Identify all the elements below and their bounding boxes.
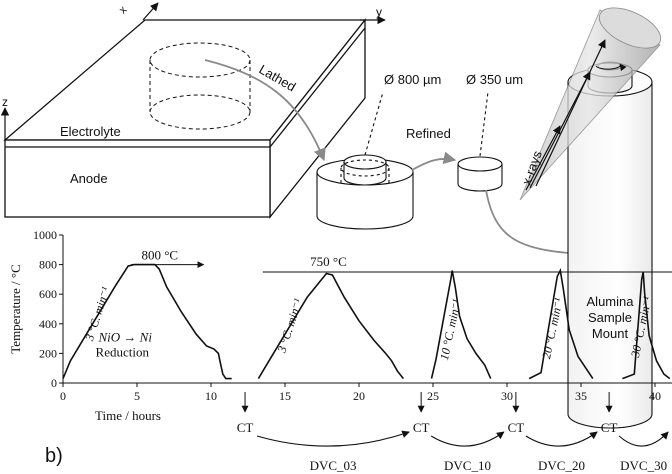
chart-axes: 0 200 400 600 800 1000 0 5 10 15 20 25 30 35 40 [33, 228, 672, 403]
reduction-word-label: Reduction [96, 344, 150, 359]
y-tick-label: 600 [39, 287, 57, 301]
electrolyte-boundary-side [269, 27, 366, 148]
reduction-formula-label: NiO → Ni [98, 330, 153, 345]
cycle-temp-label: 750 °C [310, 254, 347, 269]
mount-label-line-2: Sample [588, 310, 632, 325]
y-tick-label: 800 [39, 258, 57, 272]
dvc-arrow [256, 430, 410, 447]
x-axis-letter: x [117, 4, 130, 17]
temperature-series-2 [257, 272, 405, 380]
ramp-label-20: 20 °C. min⁻¹ [539, 296, 566, 360]
x-tick-label: 5 [134, 389, 140, 403]
temperature-series-3 [430, 270, 492, 379]
x-tick-label: 20 [353, 389, 365, 403]
mount-label-line-1: Alumina [587, 294, 635, 309]
temperature-series-4 [528, 267, 594, 380]
ct-label: CT [601, 420, 618, 435]
lathed-arrow [204, 59, 326, 162]
dvc-label: DVC_30 [620, 458, 667, 473]
panel-a: a) x y z Electrolyte Anode Lathe [0, 2, 662, 429]
x-tick-label: 0 [60, 389, 66, 403]
temperature-series-5 [622, 271, 671, 380]
small-diameter-label: Ø 350 um [466, 72, 523, 87]
cell-block [3, 18, 367, 219]
dvc-arrow [525, 431, 598, 447]
mount-arrow [485, 189, 584, 260]
temperature-series-1 [62, 263, 232, 380]
refined-arrow [411, 151, 457, 171]
xray-cone [519, 7, 662, 201]
y-tick-label: 400 [39, 317, 57, 331]
large-diameter-label: Ø 800 µm [384, 72, 441, 87]
x-tick-label: 30 [501, 389, 513, 403]
z-axis-letter: z [2, 95, 8, 109]
small-sample [457, 91, 503, 192]
dvc-arrow [430, 431, 505, 447]
x-tick-label: 35 [575, 389, 587, 403]
temperature-chart: 0 200 400 600 800 1000 0 5 10 15 20 25 30 35 40 800 °C… [33, 228, 672, 403]
x-tick-label: 25 [427, 389, 439, 403]
x-tick-label: 15 [279, 389, 291, 403]
refined-label: Refined [406, 126, 451, 141]
y-tick-label: 200 [39, 346, 57, 360]
panel-b-label: b) [45, 445, 63, 467]
y-axis-letter: y [376, 5, 382, 19]
x-axis-arrow [142, 2, 159, 21]
y-tick-label: 0 [51, 376, 57, 390]
ramp-label-3b: 3 °C. min⁻¹ [274, 297, 305, 356]
axis-triad [0, 2, 386, 142]
lathe-region [149, 42, 251, 130]
ct-label: CT [508, 420, 525, 435]
mount-label-line-3: Mount [592, 326, 629, 341]
large-sample [316, 91, 414, 230]
reduction-temp-label: 800 °C [141, 247, 178, 262]
dvc-label: DVC_10 [444, 458, 491, 473]
dvc-label: DVC_20 [538, 458, 585, 473]
x-axis-title: Time / hours [95, 408, 161, 423]
dvc-label: DVC_03 [310, 458, 357, 473]
ct-label: CT [237, 420, 254, 435]
x-tick-label: 10 [205, 389, 217, 403]
dvc-arrow [618, 431, 669, 447]
y-tick-label: 1000 [33, 228, 57, 242]
chart-series [62, 263, 671, 380]
ct-label: CT [413, 420, 430, 435]
x-tick-label: 40 [649, 389, 661, 403]
electrolyte-label: Electrolyte [60, 124, 121, 139]
anode-label: Anode [70, 171, 108, 186]
cell-front-face [4, 139, 271, 218]
y-axis-title: Temperature / °C [8, 264, 23, 353]
